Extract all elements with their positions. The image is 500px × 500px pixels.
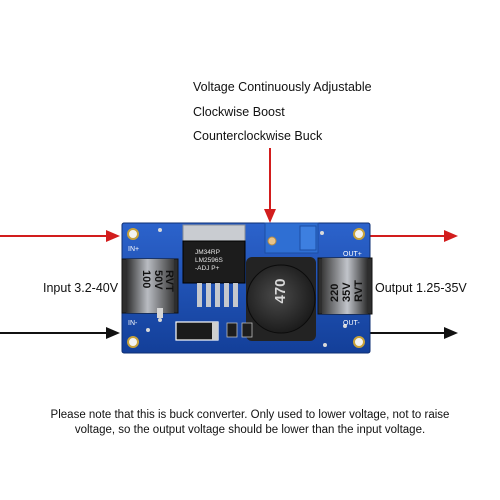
input-negative-arrow — [0, 327, 120, 339]
input-capacitor — [121, 258, 179, 314]
diode — [175, 321, 219, 341]
regulator-chip — [182, 224, 246, 307]
pin-label-in-minus: IN- — [128, 320, 138, 327]
chip-marking-3: -ADJ P+ — [195, 265, 220, 272]
input-voltage-label: Input 3.2-40V — [43, 281, 119, 295]
input-cap-marking-2: 50V — [152, 270, 164, 290]
smd-resistors — [157, 308, 253, 338]
output-cap-marking-3: RVT — [353, 280, 365, 302]
output-positive-arrow — [370, 230, 458, 242]
chip-marking-1: JM34RP — [195, 249, 220, 256]
chip-marking-2: LM2596S — [195, 257, 223, 264]
potentiometer — [264, 222, 319, 254]
output-cap-marking-1: 220 — [329, 284, 341, 302]
headline-counterclockwise: Counterclockwise Buck — [193, 129, 323, 143]
input-cap-marking-1: 100 — [140, 270, 152, 288]
input-positive-arrow — [0, 230, 120, 242]
input-cap-marking-3: RVT — [163, 270, 175, 292]
output-cap-marking-2: 35V — [341, 282, 353, 302]
inductor — [246, 257, 316, 341]
adjust-pointer-arrow — [264, 148, 276, 223]
output-voltage-label: Output 1.25-35V — [375, 281, 467, 295]
pin-label-out-minus: OUT- — [343, 320, 360, 327]
buck-converter-note: Please note that this is buck converter.… — [50, 409, 450, 436]
headline-clockwise: Clockwise Boost — [193, 105, 285, 119]
pin-label-in-plus: IN+ — [128, 246, 139, 253]
output-negative-arrow — [370, 327, 458, 339]
headline-adjustable: Voltage Continuously Adjustable — [193, 80, 372, 94]
inductor-value: 470 — [272, 278, 289, 303]
output-capacitor — [317, 257, 373, 315]
pin-label-out-plus: OUT+ — [343, 251, 362, 258]
